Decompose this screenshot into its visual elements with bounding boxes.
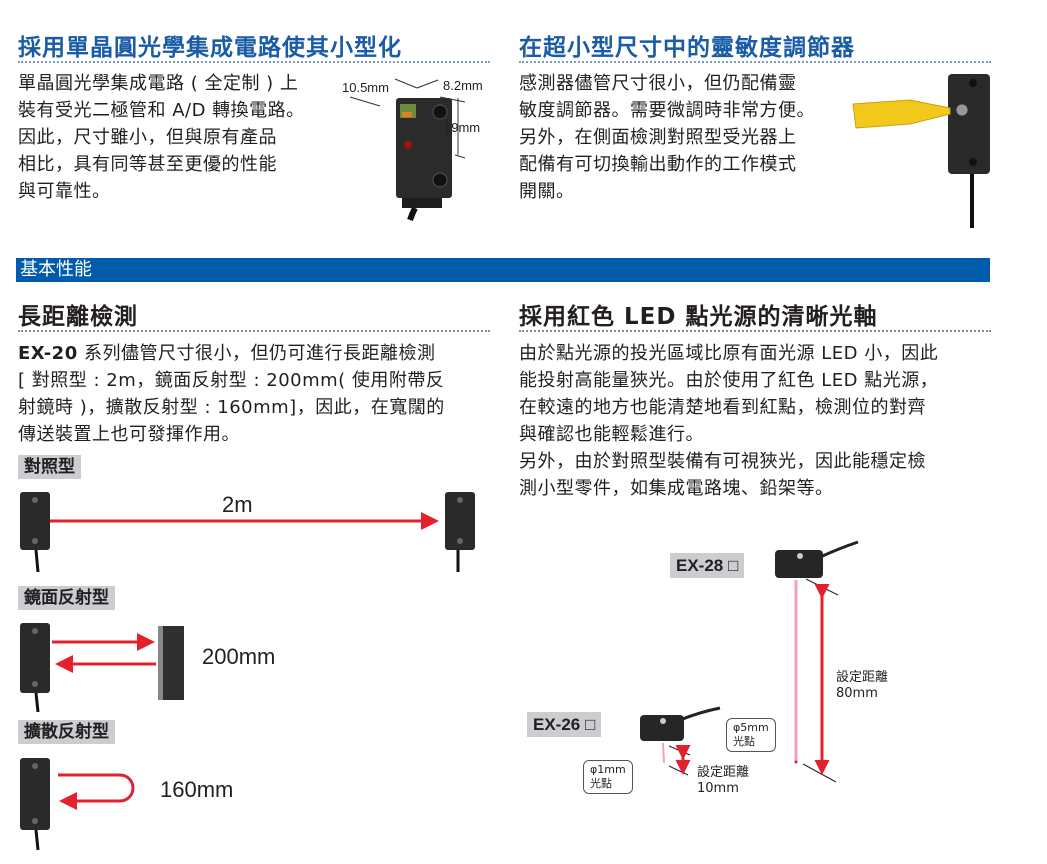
section-title-sensitivity: 在超小型尺寸中的靈敏度調節器	[519, 35, 855, 61]
body-line: 因此，尺寸雖小，但與原有產品	[18, 127, 277, 148]
spot-size: φ1mm	[590, 763, 626, 776]
distance-diffuse: 160mm	[160, 777, 234, 802]
distance-label-ex28: 設定距離 80mm	[836, 670, 888, 702]
body-line: 在較遠的地方也能清楚地看到紅點，檢測位的對齊	[519, 397, 926, 418]
model-label-ex26: EX-26 □	[527, 712, 602, 737]
distance-caption: 設定距離	[697, 765, 750, 780]
depth-dimension: 10.5mm	[342, 80, 389, 95]
section-body: 由於點光源的投光區域比原有面光源 LED 小，因此 能投射高能量狹光。由於使用了…	[519, 340, 999, 502]
body-line: 相比，具有同等甚至更優的性能	[18, 154, 277, 175]
width-dimension: 8.2mm	[443, 78, 483, 93]
distance-value: 80mm	[836, 686, 878, 701]
body-line: 另外，在側面檢測對照型受光器上	[519, 127, 797, 148]
section-title-miniaturization: 採用單晶圓光學集成電路使其小型化	[18, 35, 402, 61]
divider	[519, 61, 991, 63]
body-line: 單晶圓光學集成電路 ( 全定制 ) 上	[18, 73, 299, 94]
section-body: 單晶圓光學集成電路 ( 全定制 ) 上 裝有受光二極管和 A/D 轉換電路。 因…	[18, 70, 338, 205]
section-body: 感測器儘管尺寸很小，但仍配備靈 敏度調節器。需要微調時非常方便。 另外，在側面檢…	[519, 70, 839, 205]
body-line: 由於點光源的投光區域比原有面光源 LED 小，因此	[519, 343, 939, 364]
body-line: 裝有受光二極管和 A/D 轉換電路。	[18, 100, 305, 121]
body-line: 射鏡時 )，擴散反射型 : 160mm]，因此，在寬闊的	[18, 397, 445, 418]
type-tag-diffuse: 擴散反射型	[18, 720, 115, 744]
spot-label: 光點	[733, 735, 755, 748]
divider	[18, 330, 490, 332]
spot-callout-ex26: φ1mm 光點	[583, 760, 633, 794]
body-line: 傳送裝置上也可發揮作用。	[18, 424, 240, 445]
distance-caption: 設定距離	[836, 670, 889, 685]
distance-thru-beam: 2m	[222, 492, 253, 517]
body-line: 能投射高能量狹光。由於使用了紅色 LED 點光源，	[519, 370, 939, 391]
height-dimension: 19mm	[444, 120, 481, 135]
spot-size: φ5mm	[733, 721, 769, 734]
section-title-long-distance: 長距離檢測	[18, 304, 138, 330]
spot-label: 光點	[590, 777, 612, 790]
body-line: 敏度調節器。需要微調時非常方便。	[519, 100, 815, 121]
body-line: 測小型零件，如集成電路塊、鉛架等。	[519, 478, 834, 499]
type-tag-thru-beam: 對照型	[18, 455, 81, 479]
model-name: EX-20	[18, 343, 78, 364]
body-line: 另外，由於對照型裝備有可視狹光，因此能穩定檢	[519, 451, 926, 472]
body-line: 與確認也能輕鬆進行。	[519, 424, 704, 445]
body-line: 與可靠性。	[18, 181, 111, 202]
distance-retroreflective: 200mm	[202, 644, 276, 669]
body-line: 感測器儘管尺寸很小，但仍配備靈	[519, 73, 797, 94]
distance-value: 10mm	[697, 781, 739, 796]
section-title-red-led: 採用紅色 LED 點光源的清晰光軸	[519, 304, 878, 330]
body-line: [ 對照型 : 2m，鏡面反射型 : 200mm( 使用附帶反	[18, 370, 445, 391]
body-line: 系列儘管尺寸很小，但仍可進行長距離檢測	[83, 343, 436, 364]
body-line: 配備有可切換輸出動作的工作模式	[519, 154, 797, 175]
type-tag-retroreflective: 鏡面反射型	[18, 586, 115, 610]
divider	[519, 330, 991, 332]
spot-callout-ex28: φ5mm 光點	[726, 718, 776, 752]
distance-label-ex26: 設定距離 10mm	[697, 765, 749, 797]
model-label-ex28: EX-28 □	[670, 553, 745, 578]
section-band-basic-performance: 基本性能	[16, 258, 990, 282]
section-body: EX-20 系列儘管尺寸很小，但仍可進行長距離檢測 [ 對照型 : 2m，鏡面反…	[18, 340, 493, 448]
divider	[18, 61, 490, 63]
body-line: 開關。	[519, 181, 575, 202]
